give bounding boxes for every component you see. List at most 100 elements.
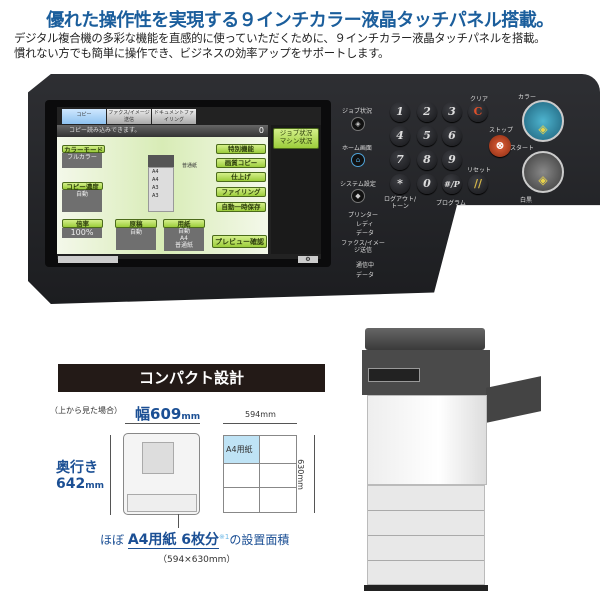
side-job-status-label: ジョブ状況 bbox=[342, 108, 373, 115]
bypass-paper-label: 普通紙 bbox=[182, 163, 198, 169]
printer-paper-trays bbox=[367, 485, 485, 585]
status-bar: コピー読み込みできます。 0 bbox=[57, 125, 268, 137]
tray[interactable]: A4 bbox=[152, 169, 159, 175]
tab-filing[interactable]: ドキュメントファイリング bbox=[152, 109, 196, 124]
key-3[interactable]: 3 bbox=[442, 102, 462, 122]
special-functions-button[interactable]: 特別機能 bbox=[216, 144, 266, 154]
area-caption: ほぼ A4用紙 6枚分※1の設置面積 bbox=[100, 529, 289, 549]
finishing-button[interactable]: 仕上げ bbox=[216, 172, 266, 182]
color-mode-value: フルカラー bbox=[62, 153, 102, 168]
printer-panel bbox=[368, 368, 420, 382]
tab-copy[interactable]: コピー bbox=[62, 109, 106, 124]
logout-label: ログアウト/トーン bbox=[383, 196, 417, 210]
original-button[interactable]: 原稿 bbox=[115, 219, 157, 228]
printer-finisher-tray bbox=[486, 376, 541, 423]
paper-value-1: 自動 bbox=[177, 228, 190, 235]
key-2[interactable]: 2 bbox=[417, 102, 437, 122]
grid-width-line bbox=[223, 423, 297, 424]
view-note: （上から見た場合） bbox=[50, 406, 122, 415]
key-1[interactable]: 1 bbox=[390, 102, 410, 122]
printer-label: プリンター bbox=[348, 212, 379, 219]
job-status-button[interactable]: ジョブ状況マシン状況 bbox=[273, 128, 319, 149]
stop-button[interactable]: ⊗ bbox=[489, 135, 511, 157]
subtitle-line-2: 慣れない方でも簡単に操作でき、ビジネスの効率アップをサポートします。 bbox=[14, 46, 390, 60]
width-unit: mm bbox=[181, 412, 201, 422]
caption-size: （594×630mm） bbox=[158, 555, 236, 565]
job-status-label: ジョブ状況 bbox=[279, 129, 313, 137]
key-0[interactable]: 0 bbox=[417, 174, 437, 194]
caption-post: の設置面積 bbox=[229, 533, 290, 547]
grid-width-label: 594mm bbox=[245, 410, 276, 419]
caption-pre: ほぼ bbox=[100, 533, 125, 547]
tray[interactable]: A3 bbox=[152, 185, 159, 191]
key-8[interactable]: 8 bbox=[417, 150, 437, 170]
grid-height-line bbox=[314, 435, 315, 513]
ratio-button[interactable]: 倍率 bbox=[62, 219, 103, 228]
depth-unit: mm bbox=[85, 481, 104, 491]
auto-save-button[interactable]: 自動一時保存 bbox=[216, 202, 266, 212]
copy-count: 0 bbox=[258, 126, 264, 135]
paper-button[interactable]: 用紙 bbox=[163, 219, 205, 228]
tab-fax[interactable]: ファクス/イメージ送信 bbox=[107, 109, 151, 124]
filing-button[interactable]: ファイリング bbox=[216, 187, 266, 197]
home-label: ホーム画面 bbox=[342, 145, 372, 152]
a4-cell: A4用紙 bbox=[224, 436, 260, 464]
key-9[interactable]: 9 bbox=[442, 150, 462, 170]
ratio-value: 100% bbox=[62, 228, 102, 238]
start-label: スタート bbox=[510, 145, 535, 152]
width-value: 609 bbox=[150, 405, 182, 423]
communicating-indicator: 通信中 bbox=[356, 262, 375, 269]
printer-document-feeder bbox=[365, 328, 485, 350]
system-settings-icon[interactable]: ◆ bbox=[351, 189, 365, 203]
caption-highlight: A4用紙 6枚分 bbox=[127, 532, 220, 549]
depth-line bbox=[110, 435, 111, 515]
key-program[interactable]: #/P bbox=[442, 174, 462, 194]
tray[interactable]: A3 bbox=[152, 193, 159, 199]
bw-label: 白黒 bbox=[520, 197, 533, 204]
width-dimension: 幅609mm bbox=[135, 403, 200, 424]
data-indicator: データ bbox=[356, 230, 375, 237]
stop-label: ストップ bbox=[489, 127, 514, 134]
machine-status-label: マシン状況 bbox=[279, 137, 313, 145]
width-label: 幅 bbox=[135, 405, 151, 423]
program-label: プログラム bbox=[436, 200, 466, 207]
depth-label: 奥行き bbox=[56, 460, 98, 476]
key-6[interactable]: 6 bbox=[442, 126, 462, 146]
density-button[interactable]: コピー濃度 bbox=[62, 182, 103, 191]
color-start-button[interactable]: ◈ bbox=[522, 100, 564, 142]
scroll-slider[interactable] bbox=[58, 256, 118, 263]
reset-button[interactable]: // bbox=[468, 174, 488, 194]
key-7[interactable]: 7 bbox=[390, 150, 410, 170]
preview-button[interactable]: プレビュー確認 bbox=[212, 235, 267, 248]
home-icon[interactable]: ⌂ bbox=[351, 153, 365, 167]
printer-base bbox=[364, 585, 488, 591]
arrow-icon bbox=[178, 514, 179, 528]
job-status-icon[interactable]: ◈ bbox=[351, 117, 365, 131]
paper-value-2: A4 bbox=[180, 235, 188, 242]
key-4[interactable]: 4 bbox=[390, 126, 410, 146]
bw-start-button[interactable]: ◈ bbox=[522, 151, 564, 193]
clear-button[interactable]: C bbox=[468, 102, 488, 122]
compact-banner: コンパクト設計 bbox=[58, 364, 325, 392]
key-asterisk[interactable]: * bbox=[390, 174, 410, 194]
machine-graphic-top bbox=[148, 155, 174, 167]
density-value: 自動 bbox=[62, 190, 102, 212]
machine-top-view bbox=[123, 433, 200, 515]
color-mode-button[interactable]: カラーモード bbox=[62, 145, 105, 154]
reset-label: リセット bbox=[467, 167, 492, 174]
system-settings-label: システム設定 bbox=[340, 181, 376, 188]
subtitle-line-1: デジタル複合機の多彩な機能を直感的に使っていただくために、９インチカラー液晶タッ… bbox=[14, 31, 546, 45]
status-text: コピー読み込みできます。 bbox=[69, 127, 141, 134]
ready-indicator: レディ bbox=[356, 221, 374, 228]
width-line bbox=[125, 423, 200, 424]
image-quality-button[interactable]: 画質コピー bbox=[216, 158, 266, 168]
key-5[interactable]: 5 bbox=[417, 126, 437, 146]
fax-label: ファクス/イメージ送信 bbox=[341, 240, 385, 254]
printer-main-body bbox=[367, 395, 487, 485]
page-title: 優れた操作性を実現する９インチカラー液晶タッチパネル搭載。 bbox=[46, 10, 554, 31]
settings-gear-icon[interactable]: ⚙ bbox=[298, 256, 318, 263]
tray[interactable]: A4 bbox=[152, 177, 159, 183]
